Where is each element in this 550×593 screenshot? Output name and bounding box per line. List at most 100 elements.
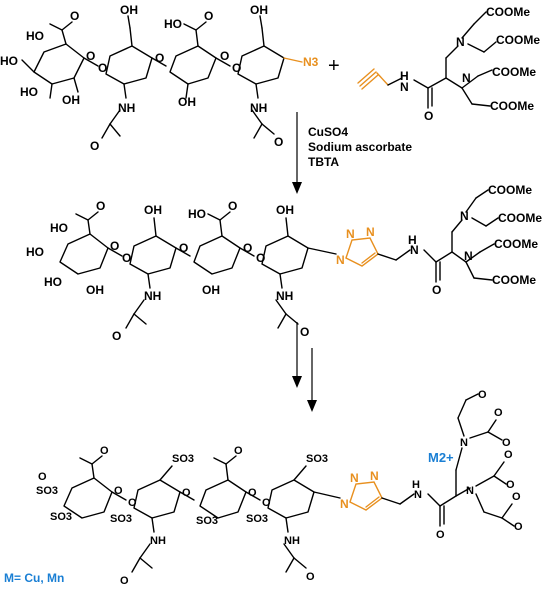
plus-sign: + [328, 55, 340, 77]
label-o: O [504, 449, 513, 461]
metal-ion-label: M2+ [428, 450, 454, 465]
label-so3: SO3 [110, 513, 132, 525]
reagent-tbta: TBTA [308, 155, 339, 169]
label-oh: OH [202, 283, 220, 297]
arrow-head [292, 182, 302, 194]
label-o: O [38, 471, 47, 483]
alkyne-ligand [357, 11, 497, 109]
label-o: O [424, 109, 433, 123]
label-n: N [460, 209, 469, 223]
label-oh: OH [144, 203, 162, 217]
label-o: O [512, 491, 521, 503]
label-n: N [464, 249, 473, 263]
label-o: O [120, 575, 129, 587]
label-oh: OH [178, 95, 196, 109]
reagent-cuso4: CuSO4 [308, 125, 348, 139]
label-n: N [414, 489, 422, 501]
label-o: O [100, 445, 109, 457]
label-oh: OH [62, 93, 80, 107]
label-o: O [506, 479, 515, 491]
triazole-n3: N [370, 469, 379, 483]
label-o: O [70, 9, 79, 23]
label-o: O [112, 329, 121, 343]
triazole-n3: N [366, 225, 375, 239]
label-so3: SO3 [196, 515, 218, 527]
label-o: O [96, 199, 105, 213]
label-o: O [128, 497, 137, 509]
label-nh: NH [144, 289, 161, 303]
label-o: O [306, 571, 315, 583]
label-coome: COOMe [488, 183, 532, 197]
label-o: O [155, 51, 164, 65]
starting-oligosaccharide-azide [21, 15, 303, 139]
label-nh: NH [250, 101, 267, 115]
label-o: O [220, 49, 229, 63]
arrow-head [307, 400, 317, 412]
triazole-n2: N [350, 471, 359, 485]
label-nh: NH [150, 535, 166, 547]
label-o: O [262, 497, 271, 509]
triazole-n2: N [346, 227, 355, 241]
label-o: O [179, 241, 188, 255]
label-oh: OH [120, 3, 138, 17]
label-ho: HO [164, 17, 182, 31]
label-o: O [182, 487, 191, 499]
arrow-head [292, 376, 302, 388]
metal-legend: M= Cu, Mn [4, 571, 64, 585]
label-oh: OH [276, 203, 294, 217]
label-so3: SO3 [50, 511, 72, 523]
label-o: O [248, 487, 257, 499]
label-coome: COOMe [498, 211, 542, 225]
label-o: O [232, 61, 241, 75]
label-coome: COOMe [494, 237, 538, 251]
label-ho: HO [44, 275, 62, 289]
label-ho: HO [188, 207, 206, 221]
label-nh: NH [276, 289, 293, 303]
label-coome: COOMe [492, 273, 536, 287]
label-o: O [514, 521, 523, 533]
label-o: O [494, 407, 503, 419]
triazole-n1: N [336, 253, 345, 267]
label-o: O [228, 199, 237, 213]
label-o: O [274, 135, 283, 149]
label-ho: HO [50, 221, 68, 235]
label-n: N [410, 243, 419, 257]
triazole-conjugate [59, 189, 499, 329]
label-o: O [436, 529, 445, 541]
azide-label: N3 [303, 55, 319, 69]
label-oh: OH [250, 3, 268, 17]
label-oh: OH [86, 283, 104, 297]
label-n: N [460, 437, 468, 449]
label-so3: SO3 [36, 485, 58, 497]
label-ho: HO [26, 245, 44, 259]
label-o: O [204, 9, 213, 23]
label-coome: COOMe [496, 33, 540, 47]
label-o: O [300, 325, 309, 339]
label-o: O [110, 239, 119, 253]
label-o: O [86, 49, 95, 63]
label-ho: HO [0, 54, 18, 68]
label-o: O [114, 485, 123, 497]
label-o: O [432, 283, 441, 297]
label-o: O [478, 389, 487, 401]
reagent-sodium-ascorbate: Sodium ascorbate [308, 140, 412, 154]
label-o: O [234, 445, 243, 457]
label-coome: COOMe [490, 99, 534, 113]
label-n: N [456, 35, 465, 49]
label-so3: SO3 [172, 453, 194, 465]
label-n: N [462, 71, 471, 85]
label-o: O [122, 251, 131, 265]
label-nh: NH [118, 101, 135, 115]
label-h: H [400, 69, 409, 83]
label-o: O [502, 437, 511, 449]
label-h: H [408, 233, 417, 247]
label-n: N [466, 485, 474, 497]
label-o: O [256, 251, 265, 265]
label-h: H [412, 479, 420, 491]
label-coome: COOMe [486, 5, 530, 19]
label-ho: HO [20, 85, 38, 99]
triazole-n1: N [340, 497, 349, 511]
label-o: O [90, 139, 99, 153]
sulfated-metal-complex [63, 393, 515, 573]
